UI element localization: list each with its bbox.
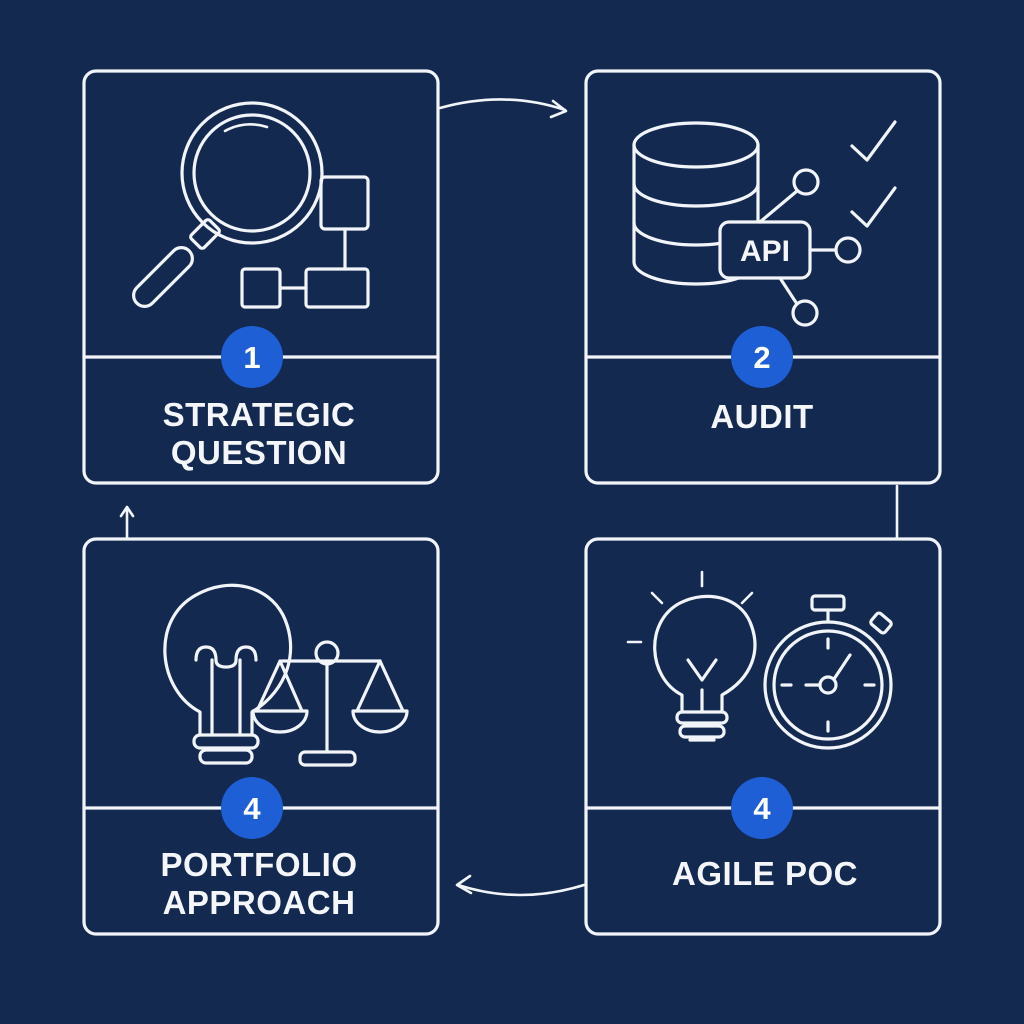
step-badge <box>731 326 793 388</box>
card-frame <box>584 69 942 485</box>
card-agile-poc: 4 AGILE POC <box>584 537 942 936</box>
step-badge <box>221 777 283 839</box>
card-portfolio-approach: 4 PORTFOLIO APPROACH <box>82 537 440 936</box>
step-badge <box>731 777 793 839</box>
card-label-line-1: PORTFOLIO <box>161 846 358 883</box>
card-frame <box>584 537 942 936</box>
step-number: 1 <box>243 340 260 375</box>
card-label-line-2: QUESTION <box>171 434 347 471</box>
card-strategic-question: 1 STRATEGIC QUESTION <box>82 69 440 485</box>
card-label-line-2: APPROACH <box>163 884 356 921</box>
card-label-line-1: AGILE POC <box>672 855 858 892</box>
api-label: API <box>740 235 790 268</box>
database-api-checks-icon <box>632 120 897 327</box>
card-frame <box>82 69 440 485</box>
connector-4-to-1 <box>119 505 135 540</box>
step-number: 2 <box>753 340 770 375</box>
step-badge <box>221 326 283 388</box>
step-number: 4 <box>753 791 771 826</box>
card-frame <box>82 537 440 936</box>
lightbulb-stopwatch-icon <box>626 570 893 750</box>
step-number: 4 <box>243 791 261 826</box>
connector-1-to-2 <box>438 98 568 119</box>
lightbulb-scales-icon <box>163 583 409 767</box>
card-label-line-1: AUDIT <box>710 398 813 435</box>
connector-3-to-4 <box>455 874 586 897</box>
card-audit: API 2 AUDIT <box>584 69 942 485</box>
magnifier-flowchart-icon <box>132 101 370 309</box>
card-label-line-1: STRATEGIC <box>163 396 356 433</box>
